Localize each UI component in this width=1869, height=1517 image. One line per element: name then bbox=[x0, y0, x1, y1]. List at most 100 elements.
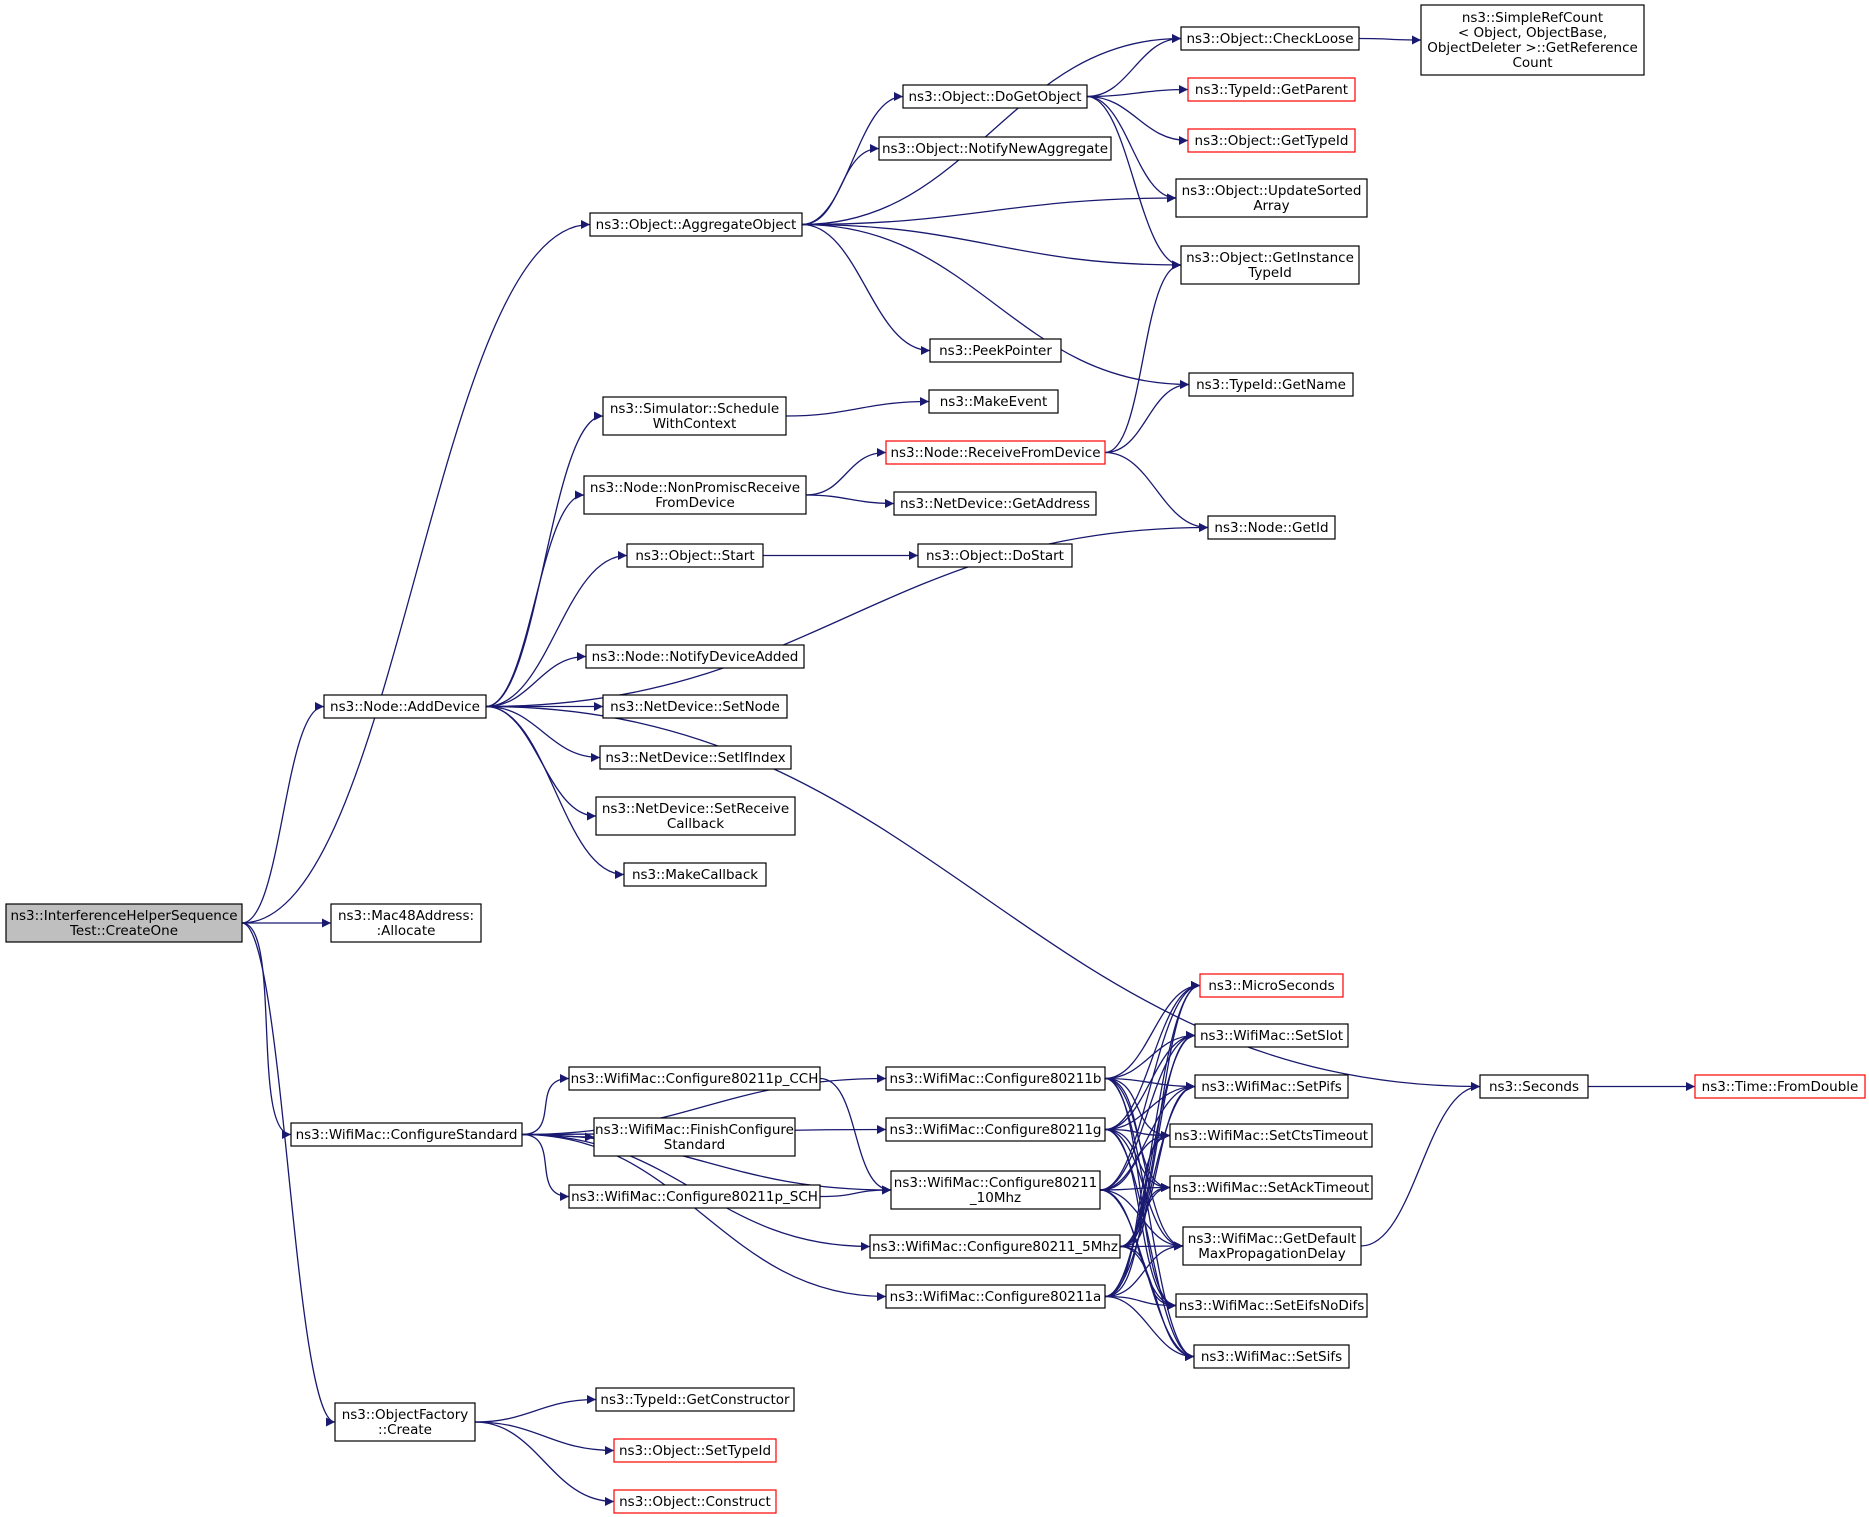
node-setifindex[interactable]: ns3::NetDevice::SetIfIndex bbox=[599, 745, 792, 770]
node-receivefromdev[interactable]: ns3::Node::ReceiveFromDevice bbox=[885, 440, 1106, 465]
node-simplerefcount[interactable]: ns3::SimpleRefCount< Object, ObjectBase,… bbox=[1420, 4, 1645, 76]
node-setpifs[interactable]: ns3::WifiMac::SetPifs bbox=[1194, 1074, 1349, 1099]
node-c80211psch[interactable]: ns3::WifiMac::Configure80211p_SCH bbox=[568, 1184, 821, 1209]
node-box-root[interactable] bbox=[5, 903, 243, 943]
node-box-peekpointer[interactable] bbox=[929, 338, 1062, 363]
node-c80211g[interactable]: ns3::WifiMac::Configure80211g bbox=[885, 1117, 1106, 1142]
node-box-setnode[interactable] bbox=[602, 694, 788, 719]
node-box-makeevent[interactable] bbox=[928, 389, 1059, 414]
node-box-simplerefcount[interactable] bbox=[1420, 4, 1645, 76]
node-box-schedulewc[interactable] bbox=[602, 396, 787, 436]
node-adddevice[interactable]: ns3::Node::AddDevice bbox=[323, 694, 487, 719]
node-c10mhz[interactable]: ns3::WifiMac::Configure80211_10Mhz bbox=[890, 1170, 1101, 1210]
node-box-setpifs[interactable] bbox=[1194, 1074, 1349, 1099]
node-box-receivefromdev[interactable] bbox=[885, 440, 1106, 465]
node-setctstimeout[interactable]: ns3::WifiMac::SetCtsTimeout bbox=[1169, 1123, 1373, 1148]
node-microseconds[interactable]: ns3::MicroSeconds bbox=[1199, 973, 1344, 998]
node-objfactory[interactable]: ns3::ObjectFactory::Create bbox=[334, 1402, 476, 1442]
node-box-finishcfg[interactable] bbox=[593, 1117, 796, 1157]
node-c80211b[interactable]: ns3::WifiMac::Configure80211b bbox=[885, 1066, 1106, 1091]
node-box-objstart[interactable] bbox=[626, 543, 764, 568]
node-getid[interactable]: ns3::Node::GetId bbox=[1207, 515, 1336, 540]
node-c80211pcch[interactable]: ns3::WifiMac::Configure80211p_CCH bbox=[568, 1066, 821, 1091]
node-box-makecallback[interactable] bbox=[623, 862, 767, 887]
node-box-mac48[interactable] bbox=[330, 903, 482, 943]
node-box-setacktimeout[interactable] bbox=[1169, 1175, 1373, 1200]
node-box-getid[interactable] bbox=[1207, 515, 1336, 540]
node-dostart[interactable]: ns3::Object::DoStart bbox=[917, 543, 1073, 568]
node-box-c5mhz[interactable] bbox=[869, 1234, 1121, 1259]
node-box-configstd[interactable] bbox=[290, 1122, 523, 1147]
node-box-c80211psch[interactable] bbox=[568, 1184, 821, 1209]
node-box-c10mhz[interactable] bbox=[890, 1170, 1101, 1210]
node-box-getparent[interactable] bbox=[1187, 77, 1356, 102]
node-aggregate[interactable]: ns3::Object::AggregateObject bbox=[589, 212, 803, 237]
node-makecallback[interactable]: ns3::MakeCallback bbox=[623, 862, 767, 887]
node-root[interactable]: ns3::InterferenceHelperSequenceTest::Cre… bbox=[5, 903, 243, 943]
node-box-getconstructor[interactable] bbox=[595, 1387, 795, 1412]
node-notifydevadded[interactable]: ns3::Node::NotifyDeviceAdded bbox=[585, 644, 805, 669]
node-box-notifynewagg[interactable] bbox=[878, 136, 1112, 161]
node-getparent[interactable]: ns3::TypeId::GetParent bbox=[1187, 77, 1356, 102]
node-box-construct[interactable] bbox=[613, 1489, 777, 1514]
node-box-dogetobject[interactable] bbox=[902, 84, 1088, 109]
node-box-c80211b[interactable] bbox=[885, 1066, 1106, 1091]
node-box-getname[interactable] bbox=[1188, 372, 1354, 397]
node-c5mhz[interactable]: ns3::WifiMac::Configure80211_5Mhz bbox=[869, 1234, 1121, 1259]
node-box-c80211a[interactable] bbox=[885, 1284, 1106, 1309]
node-setnode[interactable]: ns3::NetDevice::SetNode bbox=[602, 694, 788, 719]
node-getaddress[interactable]: ns3::NetDevice::GetAddress bbox=[893, 491, 1097, 516]
node-c80211a[interactable]: ns3::WifiMac::Configure80211a bbox=[885, 1284, 1106, 1309]
node-seconds[interactable]: ns3::Seconds bbox=[1479, 1074, 1589, 1099]
node-box-c80211pcch[interactable] bbox=[568, 1066, 821, 1091]
node-box-objfactory[interactable] bbox=[334, 1402, 476, 1442]
node-box-setreceivecb[interactable] bbox=[595, 796, 796, 836]
node-box-fromdouble[interactable] bbox=[1694, 1074, 1866, 1099]
node-fromdouble[interactable]: ns3::Time::FromDouble bbox=[1694, 1074, 1866, 1099]
node-setsifs[interactable]: ns3::WifiMac::SetSifs bbox=[1193, 1344, 1350, 1369]
node-box-notifydevadded[interactable] bbox=[585, 644, 805, 669]
node-construct[interactable]: ns3::Object::Construct bbox=[613, 1489, 777, 1514]
node-setacktimeout[interactable]: ns3::WifiMac::SetAckTimeout bbox=[1169, 1175, 1373, 1200]
node-makeevent[interactable]: ns3::MakeEvent bbox=[928, 389, 1059, 414]
node-box-nonpromisc[interactable] bbox=[583, 475, 807, 515]
node-box-updatesorted[interactable] bbox=[1175, 178, 1368, 218]
node-box-seteifsnodifs[interactable] bbox=[1175, 1293, 1368, 1318]
node-notifynewagg[interactable]: ns3::Object::NotifyNewAggregate bbox=[878, 136, 1112, 161]
node-peekpointer[interactable]: ns3::PeekPointer bbox=[929, 338, 1062, 363]
node-box-microseconds[interactable] bbox=[1199, 973, 1344, 998]
node-gettypeid[interactable]: ns3::Object::GetTypeId bbox=[1187, 128, 1356, 153]
node-setslot[interactable]: ns3::WifiMac::SetSlot bbox=[1194, 1023, 1349, 1048]
node-box-getinstance[interactable] bbox=[1180, 245, 1360, 285]
node-box-setifindex[interactable] bbox=[599, 745, 792, 770]
node-box-setctstimeout[interactable] bbox=[1169, 1123, 1373, 1148]
node-mac48[interactable]: ns3::Mac48Address::Allocate bbox=[330, 903, 482, 943]
node-box-checkloose[interactable] bbox=[1180, 26, 1360, 51]
node-box-settypeid[interactable] bbox=[613, 1438, 777, 1463]
node-getconstructor[interactable]: ns3::TypeId::GetConstructor bbox=[595, 1387, 795, 1412]
node-configstd[interactable]: ns3::WifiMac::ConfigureStandard bbox=[290, 1122, 523, 1147]
node-dogetobject[interactable]: ns3::Object::DoGetObject bbox=[902, 84, 1088, 109]
node-settypeid[interactable]: ns3::Object::SetTypeId bbox=[613, 1438, 777, 1463]
node-seteifsnodifs[interactable]: ns3::WifiMac::SetEifsNoDifs bbox=[1175, 1293, 1368, 1318]
node-box-c80211g[interactable] bbox=[885, 1117, 1106, 1142]
node-box-seconds[interactable] bbox=[1479, 1074, 1589, 1099]
node-box-dostart[interactable] bbox=[917, 543, 1073, 568]
node-box-getdefaultmpd[interactable] bbox=[1182, 1226, 1362, 1266]
node-box-setsifs[interactable] bbox=[1193, 1344, 1350, 1369]
node-objstart[interactable]: ns3::Object::Start bbox=[626, 543, 764, 568]
node-getname[interactable]: ns3::TypeId::GetName bbox=[1188, 372, 1354, 397]
node-box-adddevice[interactable] bbox=[323, 694, 487, 719]
node-getdefaultmpd[interactable]: ns3::WifiMac::GetDefaultMaxPropagationDe… bbox=[1182, 1226, 1362, 1266]
node-box-getaddress[interactable] bbox=[893, 491, 1097, 516]
node-box-gettypeid[interactable] bbox=[1187, 128, 1356, 153]
node-box-aggregate[interactable] bbox=[589, 212, 803, 237]
node-checkloose[interactable]: ns3::Object::CheckLoose bbox=[1180, 26, 1360, 51]
node-box-setslot[interactable] bbox=[1194, 1023, 1349, 1048]
